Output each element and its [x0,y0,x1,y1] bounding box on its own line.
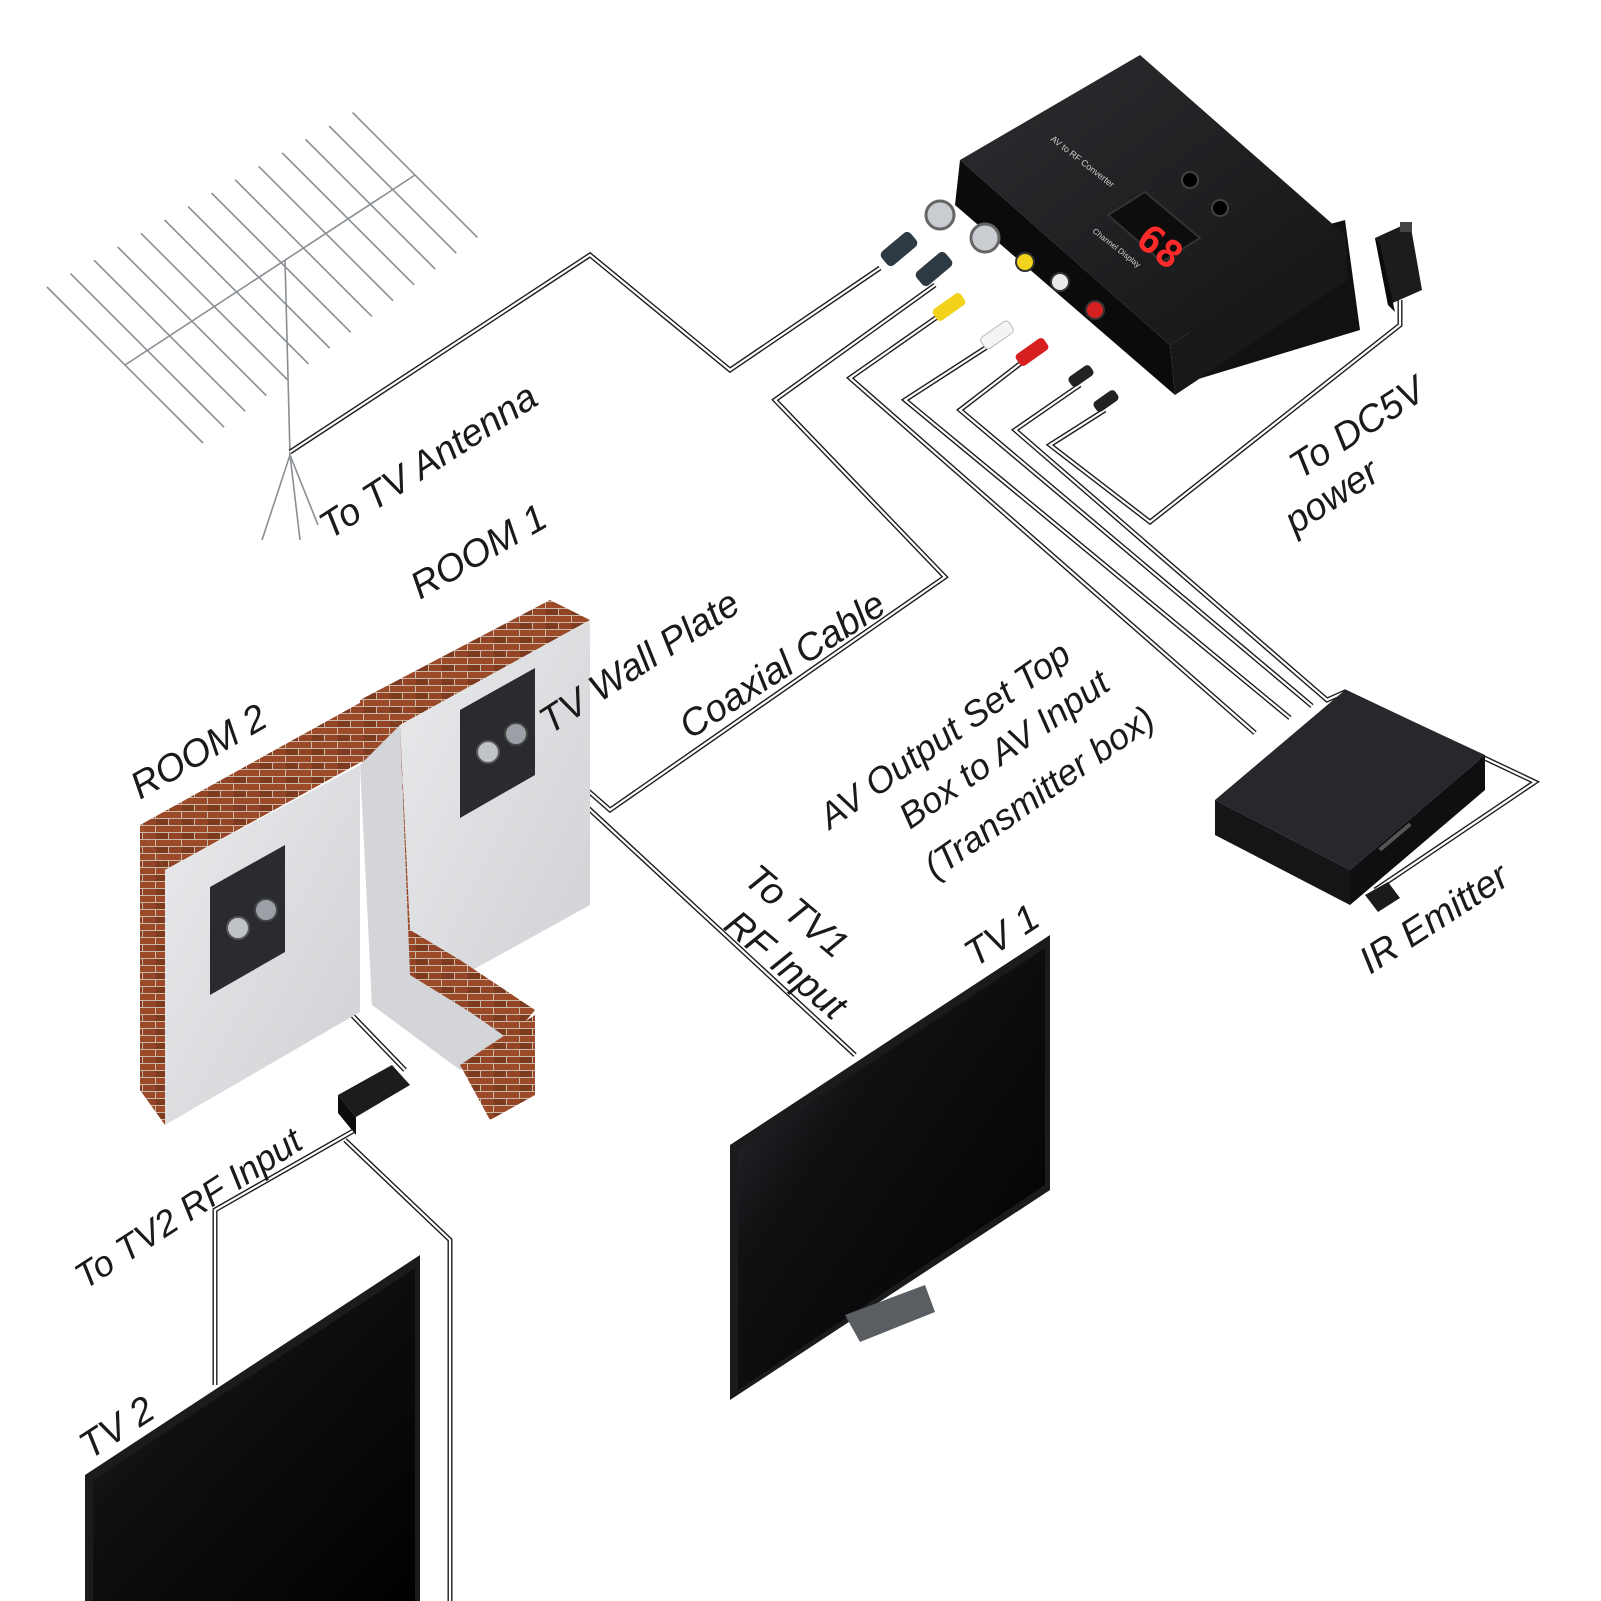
tv-antenna-icon [46,112,478,541]
power-adapter-icon [1375,222,1422,312]
coax-plug-icon [880,231,953,287]
coax-splitter [338,1065,410,1135]
label-to-tv2-rf-input: To TV2 RF Input [67,1118,311,1296]
antenna-element [234,179,373,318]
label-room-1: ROOM 1 [404,496,555,607]
channel-up-button-icon [1211,199,1229,217]
tv1 [730,935,1050,1400]
antenna-element [281,152,415,286]
av-to-rf-modulator: 68 AV to RF Converter Channel Display [880,55,1360,412]
brick-wall [140,600,590,1125]
antenna-element [258,165,394,302]
tv-wall-plate-room2 [210,845,285,995]
antenna-element [187,205,331,349]
tv-wall-plate-room1 [460,668,535,818]
ir-emitter-icon [1365,882,1400,912]
antenna-element [116,246,267,397]
set-top-box [1215,690,1485,905]
antenna-cable [288,251,882,455]
tv1-screen [738,948,1045,1390]
antenna-element [210,192,352,333]
antenna-element [46,286,204,444]
antenna-element [305,138,436,270]
tv2 [85,1255,420,1601]
antenna-element [93,259,246,412]
rca-plug-icon [932,293,1119,412]
tv2-screen [93,1268,415,1601]
antenna-element [352,112,478,238]
channel-down-button-icon [1181,171,1199,189]
antenna-element [328,125,457,254]
antenna-element [69,273,225,428]
antenna-element [163,219,310,365]
room1-wall-face [400,620,590,1010]
antenna-element [140,232,288,381]
